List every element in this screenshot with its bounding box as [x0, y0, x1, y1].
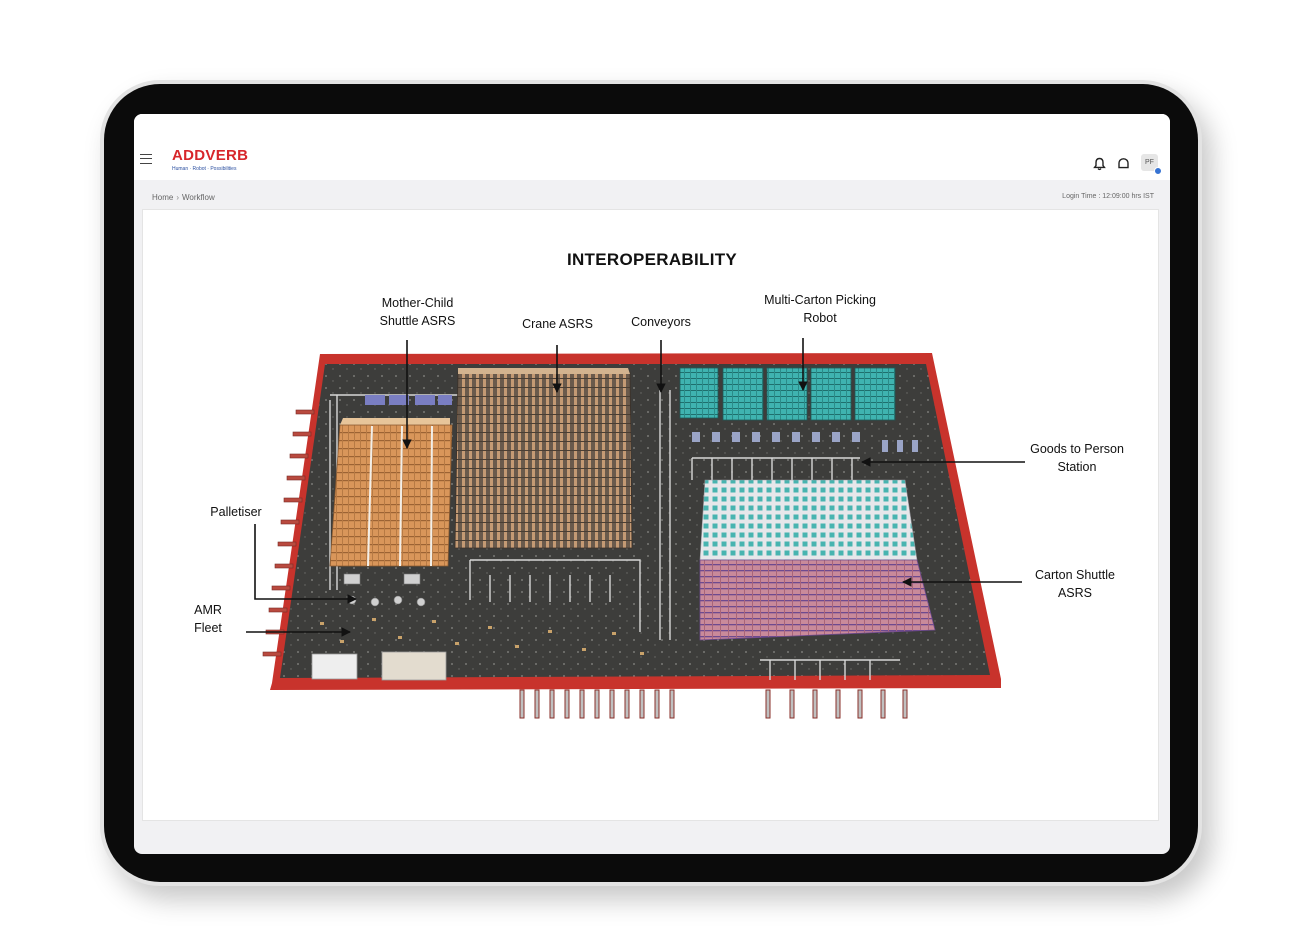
arrow-palletiser [254, 524, 357, 604]
breadcrumb-current: Workflow [182, 193, 215, 202]
online-status-dot [1154, 167, 1162, 175]
notification-icon[interactable] [1115, 156, 1131, 172]
label-goods-to-person: Goods to Person Station [1012, 440, 1142, 476]
crane-asrs-rack [454, 371, 633, 549]
label-carton-shuttle-line1: Carton Shuttle [1035, 568, 1115, 582]
breadcrumb-separator: › [176, 193, 180, 202]
label-carton-shuttle: Carton Shuttle ASRS [1016, 566, 1134, 602]
label-conveyors: Conveyors [631, 315, 691, 329]
brand-tagline: Human · Robot · Possibilities [172, 166, 237, 172]
label-palletiser: Palletiser [210, 505, 262, 519]
label-mother-child-line2: Shuttle ASRS [379, 314, 456, 328]
breadcrumb: Home›Workflow [152, 193, 215, 202]
mother-child-shuttles [365, 395, 452, 405]
label-goods-to-person-line1: Goods to Person [1030, 442, 1124, 456]
top-bar: ADDVERB Human · Robot · Possibilities PF [134, 114, 1170, 180]
label-mother-child-line1: Mother-Child [381, 296, 454, 310]
menu-icon[interactable] [140, 154, 152, 164]
bell-icon[interactable] [1091, 156, 1107, 172]
label-multi-carton-line1: Multi-Carton Picking [764, 293, 876, 307]
mother-child-rack [329, 424, 453, 567]
mother-child-aisles [367, 425, 433, 567]
label-amr-line2: Fleet [194, 621, 222, 635]
mother-child-top [340, 418, 450, 425]
breadcrumb-home[interactable]: Home [152, 193, 174, 202]
label-crane-asrs: Crane ASRS [522, 317, 593, 331]
label-goods-to-person-line2: Station [1057, 460, 1097, 474]
label-amr-line1: AMR [194, 603, 222, 617]
carton-shuttle-top [699, 479, 918, 561]
office-blocks [311, 651, 447, 681]
carton-shuttle-side [699, 559, 936, 641]
label-carton-shuttle-line2: ASRS [1057, 586, 1093, 600]
annotation-arrows [246, 338, 1025, 637]
login-time: Login Time : 12:09:00 hrs IST [1062, 193, 1154, 200]
amr-fleet [320, 618, 644, 655]
bottom-docks [519, 689, 908, 719]
label-amr-fleet: AMR Fleet [170, 601, 246, 637]
label-multi-carton: Multi-Carton Picking Robot [740, 291, 900, 327]
user-avatar[interactable]: PF [1141, 154, 1158, 171]
gtp-workstations [692, 432, 918, 452]
label-mother-child: Mother-Child Shuttle ASRS [360, 294, 475, 330]
diagram-title: INTEROPERABILITY [566, 250, 738, 269]
brand-logo[interactable]: ADDVERB [172, 147, 249, 164]
crane-asrs-top [458, 368, 630, 374]
label-multi-carton-line2: Robot [803, 311, 837, 325]
multi-carton-robots [679, 367, 896, 421]
